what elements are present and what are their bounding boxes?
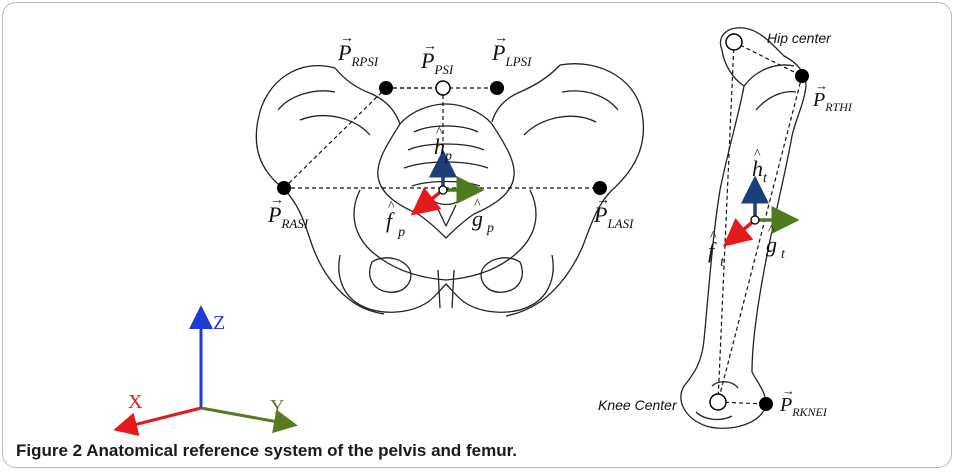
hip-center-marker [726,34,742,50]
global-x-label: X [128,391,143,413]
svg-text:^: ^ [388,199,395,214]
svg-text:→: → [423,39,437,54]
landmark-rthi-marker [795,69,809,83]
svg-text:→: → [815,78,828,93]
global-z-label: Z [213,312,225,334]
svg-text:→: → [596,193,610,208]
knee-center-marker [710,394,726,410]
svg-text:→: → [782,383,795,398]
knee-center-label: Knee Center [598,397,678,413]
figure-caption: Figure 2 Anatomical reference system of … [16,441,517,461]
hip-center-label: Hip center [767,30,832,46]
svg-text:^: ^ [474,197,481,212]
label-femur-h: ht ^ [752,147,768,186]
svg-text:^: ^ [710,229,717,244]
svg-text:^: ^ [768,223,775,238]
global-y-label: Y [270,396,284,418]
label-psi: PPSI → [420,39,454,77]
label-lasi: PLASI → [593,193,634,231]
label-rthi: PRTHI → [812,78,853,114]
landmark-lpsi-marker [490,81,504,95]
svg-text:^: ^ [754,147,761,162]
landmark-rpsi-marker [379,81,393,95]
svg-text:→: → [340,31,354,46]
femur-dashed-lines [718,42,802,404]
landmark-psi-marker [436,81,450,95]
femur-origin [751,216,759,224]
svg-text:^: ^ [436,125,443,140]
femur-f-axis-arrow [731,220,755,240]
label-rpsi: PRPSI → [337,31,379,69]
svg-text:→: → [494,31,508,46]
label-rknei: PRKNEI → [779,383,828,419]
svg-text:→: → [270,193,284,208]
landmark-rknei-marker [759,397,773,411]
pelvis-origin [439,186,447,194]
label-rasi: PRASI → [267,193,309,231]
label-lpsi: PLPSI → [491,31,532,69]
